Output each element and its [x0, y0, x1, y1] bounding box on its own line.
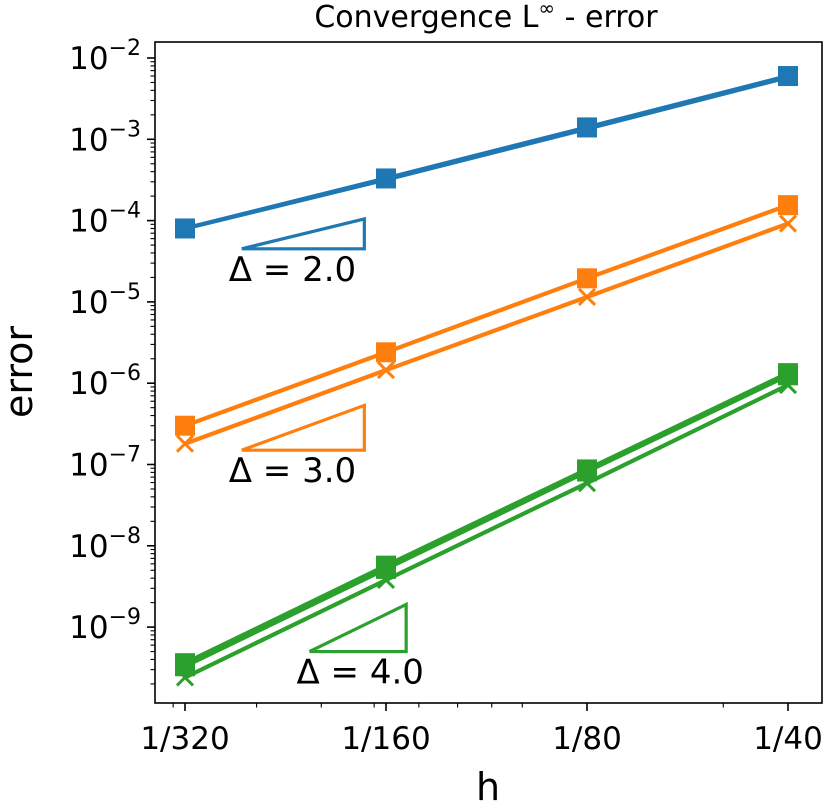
y-tick-label-6: 10−8 — [69, 524, 141, 565]
series-2-square-marker-0 — [175, 415, 195, 436]
y-tick-exponent: −3 — [109, 117, 141, 142]
plot-area: Δ = 2.0 Δ = 3.0 Δ = 4.0 — [175, 66, 798, 693]
chart-title-suffix: - error — [555, 0, 658, 35]
series-1-x-marker-2 — [577, 119, 597, 138]
chart-title-superscript: ∞ — [538, 0, 555, 20]
chart-title: Convergence L∞ - error — [314, 0, 658, 35]
y-tick-exponent: −6 — [109, 361, 141, 386]
y-tick-exponent: −7 — [109, 443, 141, 468]
y-tick-exponent: −9 — [109, 605, 141, 630]
y-tick-label-5: 10−7 — [69, 443, 141, 484]
plot-frame — [154, 41, 823, 704]
series-6-x-marker-1 — [376, 570, 396, 590]
y-tick-base: 10 — [69, 41, 108, 77]
series-line-1 — [184, 75, 789, 231]
x-tick-label-2: 1/80 — [552, 721, 622, 757]
slope-triangle-1 — [241, 403, 366, 452]
slope-label-0: Δ = 2.0 — [229, 250, 356, 290]
y-tick-exponent: −8 — [109, 524, 141, 549]
y-tick-base: 10 — [69, 366, 108, 402]
y-axis-label: error — [0, 326, 41, 418]
series-3-x-marker-3 — [778, 214, 798, 233]
y-tick-base: 10 — [69, 610, 108, 646]
y-tick-label-3: 10−5 — [69, 280, 141, 321]
y-tick-label-2: 10−4 — [69, 199, 141, 240]
y-tick-label-7: 10−9 — [69, 605, 141, 646]
y-tick-exponent: −2 — [109, 36, 141, 61]
y-tick-label-4: 10−6 — [69, 361, 141, 402]
slope-triangle-0 — [241, 216, 366, 251]
y-tick-exponent: −4 — [109, 199, 141, 224]
x-tick-label-1: 1/160 — [341, 721, 430, 757]
series-6-x-marker-0 — [175, 668, 195, 687]
y-tick-base: 10 — [69, 122, 108, 158]
series-5-square-marker-3 — [778, 365, 798, 386]
y-tick-base: 10 — [69, 529, 108, 565]
series-1-x-marker-3 — [778, 68, 798, 87]
series-3-x-marker-1 — [376, 361, 396, 380]
series-line-2 — [184, 203, 789, 428]
slope-label-1: Δ = 3.0 — [229, 451, 356, 491]
slope-triangle-2 — [308, 601, 408, 654]
y-tick-base: 10 — [69, 204, 108, 240]
series-2-square-marker-2 — [577, 268, 597, 289]
series-6-x-marker-3 — [778, 375, 798, 395]
series-2-square-marker-3 — [778, 195, 798, 216]
chart-title-main: Convergence L — [314, 0, 538, 35]
x-tick-label-3: 1/40 — [753, 721, 823, 757]
y-tick-base: 10 — [69, 448, 108, 484]
series-2-square-marker-1 — [376, 342, 396, 363]
series-1-x-marker-1 — [376, 170, 396, 189]
series-line-6 — [184, 383, 789, 680]
series-3-x-marker-0 — [175, 434, 195, 453]
series-6-x-marker-2 — [577, 474, 597, 493]
series-line-5 — [184, 373, 789, 669]
x-tick-label-0: 1/320 — [140, 721, 229, 757]
series-1-x-marker-0 — [175, 219, 195, 238]
y-tick-label-0: 10−2 — [69, 36, 141, 77]
slope-label-2: Δ = 4.0 — [296, 653, 423, 693]
x-axis-label: h — [476, 765, 500, 809]
y-tick-base: 10 — [69, 285, 108, 321]
y-tick-label-1: 10−3 — [69, 117, 141, 158]
series-3-x-marker-2 — [577, 287, 597, 307]
series-line-3 — [184, 221, 789, 446]
y-tick-exponent: −5 — [109, 280, 141, 305]
